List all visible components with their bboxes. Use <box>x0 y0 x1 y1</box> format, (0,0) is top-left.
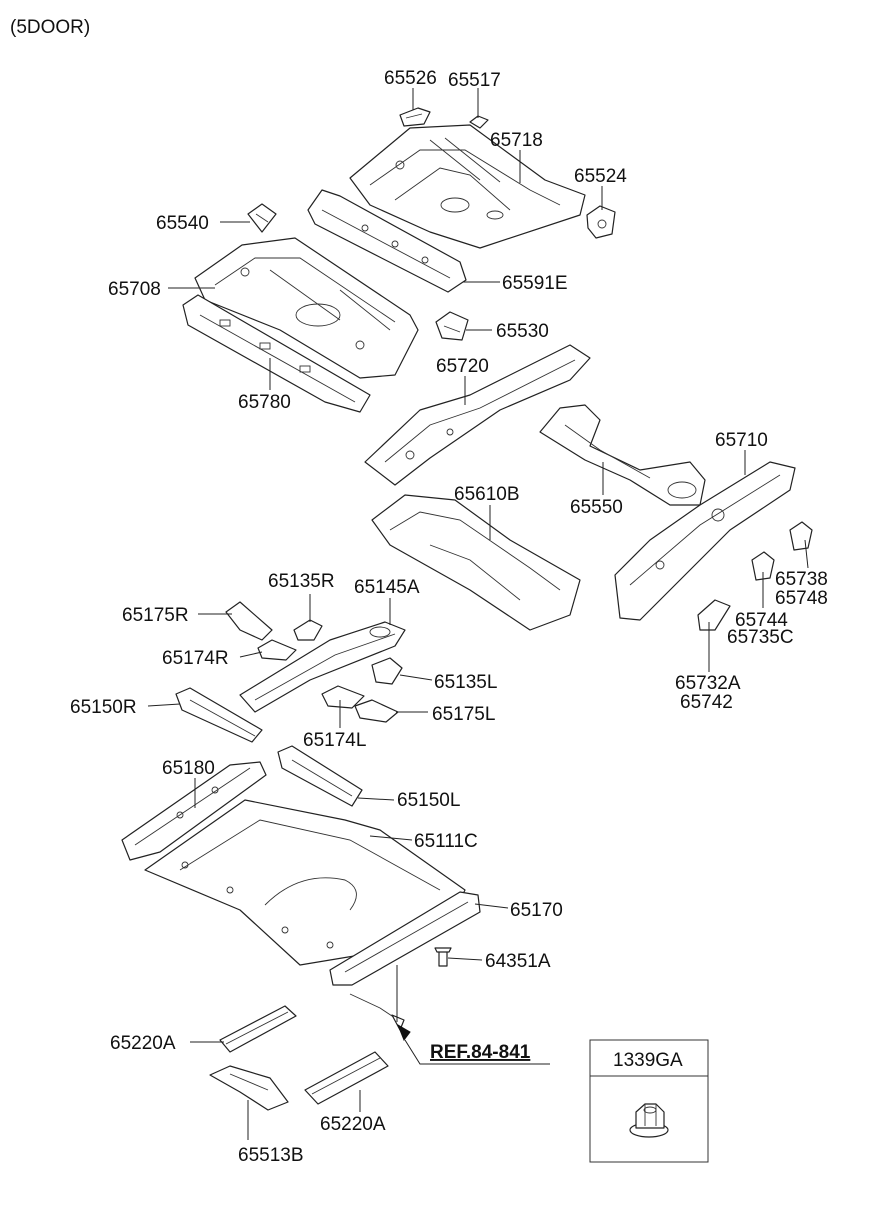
label-65780[interactable]: 65780 <box>238 392 291 413</box>
label-65610B[interactable]: 65610B <box>454 484 520 505</box>
part-65174L-shape[interactable] <box>321 685 365 709</box>
label-64351A[interactable]: 64351A <box>485 951 551 972</box>
label-65524[interactable]: 65524 <box>574 166 627 187</box>
label-65742[interactable]: 65742 <box>680 692 733 713</box>
label-65738[interactable]: 65738 <box>775 569 828 590</box>
legend-box: 1339GA <box>589 1039 709 1163</box>
part-65175L-shape[interactable] <box>354 699 399 723</box>
part-65517-shape[interactable] <box>469 115 489 129</box>
part-65513B-shape[interactable] <box>209 1065 289 1111</box>
part-65550-shape[interactable] <box>539 404 706 506</box>
label-65744[interactable]: 65744 <box>735 610 788 631</box>
part-65524-shape[interactable] <box>586 205 616 239</box>
part-65720-shape[interactable] <box>364 344 591 486</box>
part-65591E-shape[interactable] <box>307 189 467 293</box>
leader-lines <box>147 88 809 1140</box>
label-65150R[interactable]: 65150R <box>70 697 137 718</box>
part-65708-shape[interactable] <box>194 237 419 379</box>
part-65526-shape[interactable] <box>399 107 431 127</box>
label-65710[interactable]: 65710 <box>715 430 768 451</box>
flange-nut-icon <box>629 1103 669 1138</box>
part-65220A-lower-shape[interactable] <box>304 1051 389 1105</box>
part-65610B-shape[interactable] <box>371 494 581 631</box>
part-65180-shape[interactable] <box>121 761 267 861</box>
label-65111C[interactable]: 65111C <box>414 831 478 852</box>
part-65175R-shape[interactable] <box>225 601 273 641</box>
part-65540-shape[interactable] <box>247 203 277 233</box>
part-65174R-shape[interactable] <box>257 639 297 661</box>
label-65513B[interactable]: 65513B <box>238 1145 304 1166</box>
label-65748[interactable]: 65748 <box>775 588 828 609</box>
label-65174R[interactable]: 65174R <box>162 648 229 669</box>
part-65220A-upper-shape[interactable] <box>219 1005 297 1053</box>
part-65135R-shape[interactable] <box>293 619 323 641</box>
part-64351A-shape[interactable] <box>434 947 452 967</box>
label-65720[interactable]: 65720 <box>436 356 489 377</box>
part-65710-shape[interactable] <box>614 461 796 621</box>
part-65145A-shape[interactable] <box>239 621 406 713</box>
label-65135R[interactable]: 65135R <box>268 571 335 592</box>
label-65540[interactable]: 65540 <box>156 213 209 234</box>
label-65174L[interactable]: 65174L <box>303 730 366 751</box>
label-65220A-upper[interactable]: 65220A <box>110 1033 176 1054</box>
label-65591E[interactable]: 65591E <box>502 273 568 294</box>
variant-label: (5DOOR) <box>10 17 90 38</box>
label-65175L[interactable]: 65175L <box>432 704 495 725</box>
ref-84-841-shape[interactable] <box>349 993 411 1042</box>
part-65170-shape[interactable] <box>329 891 481 986</box>
label-65135L[interactable]: 65135L <box>434 672 497 693</box>
label-65170[interactable]: 65170 <box>510 900 563 921</box>
label-65735C[interactable]: 65735C <box>727 627 794 648</box>
part-65738-shape[interactable] <box>789 521 813 551</box>
label-65180[interactable]: 65180 <box>162 758 215 779</box>
part-65718-shape[interactable] <box>349 124 586 249</box>
label-65175R[interactable]: 65175R <box>122 605 189 626</box>
label-65550[interactable]: 65550 <box>570 497 623 518</box>
part-65150R-shape[interactable] <box>175 687 263 743</box>
label-65708[interactable]: 65708 <box>108 279 161 300</box>
label-65732A[interactable]: 65732A <box>675 673 741 694</box>
part-65732A-shape[interactable] <box>697 599 731 631</box>
part-65744-shape[interactable] <box>751 551 775 581</box>
label-65150L[interactable]: 65150L <box>397 790 460 811</box>
part-65135L-shape[interactable] <box>371 657 403 685</box>
label-65530[interactable]: 65530 <box>496 321 549 342</box>
legend-box-title: 1339GA <box>613 1050 683 1071</box>
label-65526[interactable]: 65526 <box>384 68 437 89</box>
part-65530-shape[interactable] <box>435 311 469 341</box>
part-65780-shape[interactable] <box>182 294 371 413</box>
ref-label[interactable]: REF.84-841 <box>430 1042 531 1063</box>
label-65145A[interactable]: 65145A <box>354 577 420 598</box>
label-65517[interactable]: 65517 <box>448 70 501 91</box>
part-65150L-shape[interactable] <box>277 745 363 807</box>
label-65220A-lower[interactable]: 65220A <box>320 1114 386 1135</box>
label-65718[interactable]: 65718 <box>490 130 543 151</box>
